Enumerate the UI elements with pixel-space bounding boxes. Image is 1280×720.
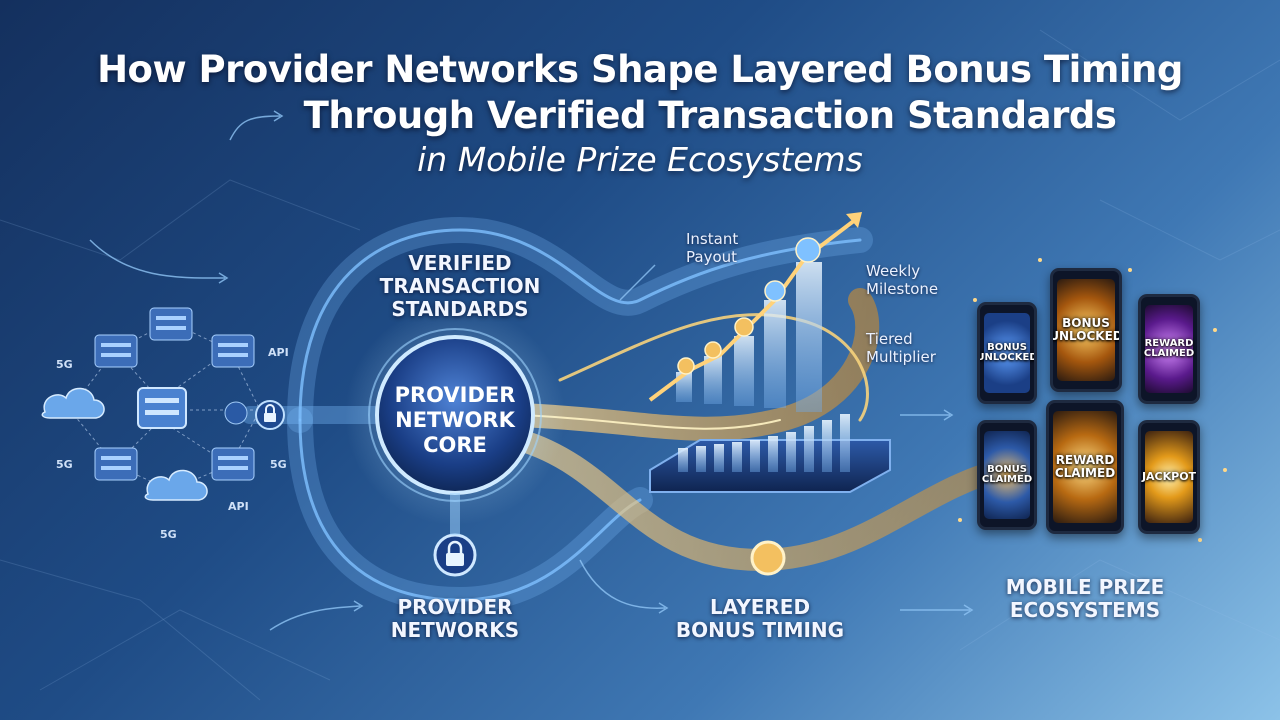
phone-text: JACKPOT [1141, 470, 1197, 484]
provider-networks-label: PROVIDER NETWORKS [390, 595, 520, 642]
tag-api: API [228, 500, 249, 513]
tag-5g: 5G [56, 458, 73, 471]
phone-bonus-unlocked-1: BONUS UNLOCKED [977, 302, 1037, 404]
phone-screen: BONUS CLAIMED [981, 431, 1033, 519]
check-badges [677, 237, 821, 576]
tag-5g: 5G [160, 528, 177, 541]
flow-arrows [89, 110, 974, 631]
mobile-prize-ecosystems-label: MOBILE PRIZE ECOSYSTEMS [1005, 575, 1165, 622]
server-nodes [94, 307, 255, 481]
cloud-icons [41, 387, 208, 501]
phone-screen: REWARD CLAIMED [1053, 411, 1117, 523]
title-line-3: in Mobile Prize Ecosystems [417, 140, 863, 179]
bonus-platform [649, 414, 891, 493]
core-label: PROVIDER NETWORK CORE [394, 383, 516, 457]
phone-text: BONUS CLAIMED [981, 463, 1033, 485]
phone-screen: BONUS UNLOCKED [1053, 279, 1119, 381]
phone-text: REWARD CLAIMED [1054, 453, 1116, 480]
phone-bonus-unlocked-2: BONUS UNLOCKED [1050, 268, 1122, 392]
phone-reward-claimed-2: REWARD CLAIMED [1046, 400, 1124, 534]
phone-bonus-claimed: BONUS CLAIMED [977, 420, 1037, 530]
phone-screen: REWARD CLAIMED [1143, 305, 1195, 393]
phone-text: BONUS UNLOCKED [1050, 316, 1122, 343]
phone-screen: JACKPOT [1141, 431, 1197, 523]
phone-reward-claimed-1: REWARD CLAIMED [1138, 294, 1200, 404]
layered-bonus-timing-label: LAYERED BONUS TIMING [675, 595, 845, 642]
tiered-multiplier-label: Tiered Multiplier [866, 330, 936, 366]
title-line-2: Through Verified Transaction Standards [303, 94, 1117, 137]
tag-5g: 5G [270, 458, 287, 471]
phone-jackpot: JACKPOT [1138, 420, 1200, 534]
tag-api: API [268, 346, 289, 359]
weekly-milestone-label: Weekly Milestone [866, 262, 939, 298]
instant-payout-label: Instant Payout [686, 230, 739, 266]
verified-standards-label: VERIFIED TRANSACTION STANDARDS [379, 251, 541, 321]
tag-5g: 5G [56, 358, 73, 371]
phone-screen: BONUS UNLOCKED [980, 313, 1034, 393]
title-line-1: How Provider Networks Shape Layered Bonu… [97, 48, 1183, 91]
phone-text: REWARD CLAIMED [1143, 337, 1195, 359]
phone-text: BONUS UNLOCKED [977, 341, 1037, 363]
background-network-lines [0, 29, 1280, 701]
